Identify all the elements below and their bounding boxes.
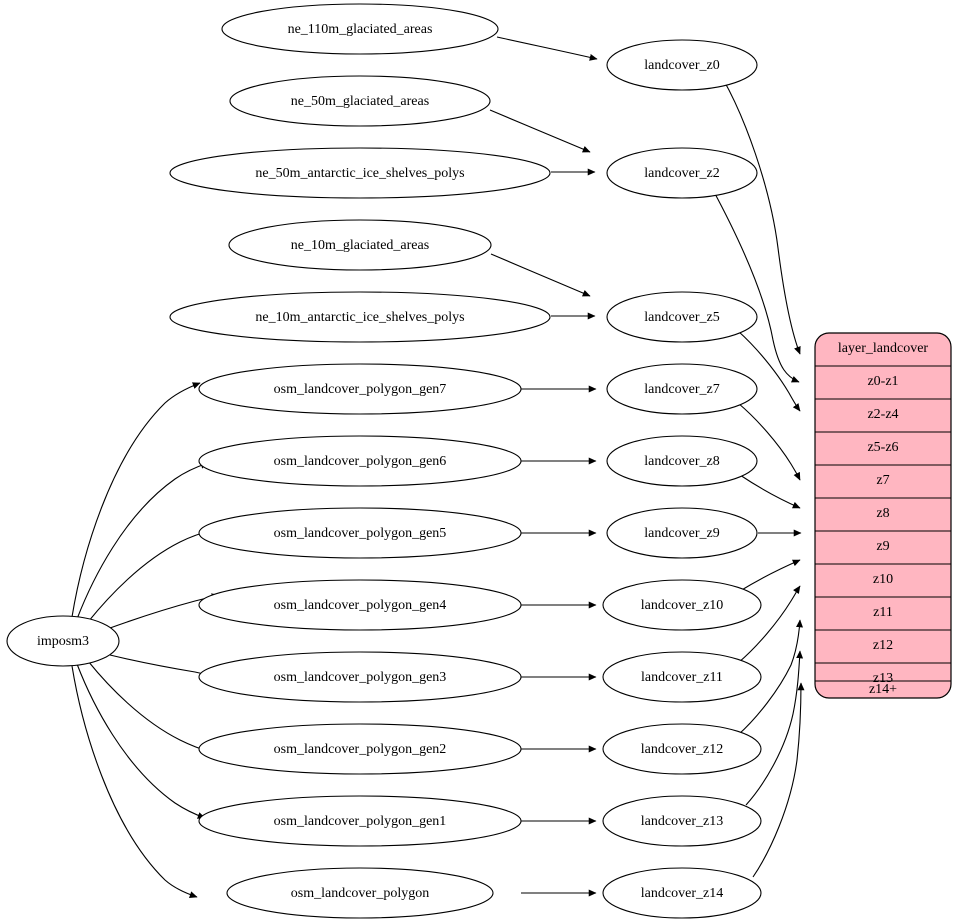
edge-ne10m-glaciated-to-z5 <box>490 253 591 297</box>
node-label: osm_landcover_polygon_gen2 <box>274 742 447 757</box>
node-landcover-z9[interactable]: landcover_z9 <box>606 507 758 559</box>
node-label: osm_landcover_polygon_gen5 <box>274 526 447 541</box>
node-osm-landcover-polygon[interactable]: osm_landcover_polygon <box>226 867 494 919</box>
node-landcover-z13[interactable]: landcover_z13 <box>602 795 762 847</box>
edge-z2-to-row-z2z4 <box>712 189 800 383</box>
node-label: landcover_z0 <box>644 58 719 73</box>
node-label: ne_10m_antarctic_ice_shelves_polys <box>255 310 464 325</box>
node-ne-10m-glaciated-areas[interactable]: ne_10m_glaciated_areas <box>228 219 492 271</box>
node-landcover-z11[interactable]: landcover_z11 <box>602 651 762 703</box>
edge-z10-to-row-z10 <box>739 559 801 592</box>
node-osm-landcover-polygon-gen7[interactable]: osm_landcover_polygon_gen7 <box>198 363 522 415</box>
node-ne-50m-antarctic-ice-shelves-polys[interactable]: ne_50m_antarctic_ice_shelves_polys <box>169 147 551 199</box>
node-label: osm_landcover_polygon_gen1 <box>274 814 447 829</box>
node-landcover-z0[interactable]: landcover_z0 <box>606 39 758 91</box>
edge-imposm3-to-gen5 <box>87 528 214 623</box>
edge-ne110m-to-z0 <box>496 36 598 61</box>
node-label: osm_landcover_polygon_gen3 <box>274 670 447 685</box>
edge-z7-to-row-z7 <box>737 402 801 481</box>
record-row-label-z5-z6: z5-z6 <box>867 440 898 455</box>
node-label: imposm3 <box>37 634 89 649</box>
node-label: osm_landcover_polygon_gen4 <box>274 598 447 613</box>
node-imposm3[interactable]: imposm3 <box>6 615 120 667</box>
record-row-label-z13: z13 <box>873 671 893 686</box>
node-label: ne_110m_glaciated_areas <box>288 22 433 37</box>
record-row-label-z8: z8 <box>876 506 889 521</box>
node-osm-landcover-polygon-gen3[interactable]: osm_landcover_polygon_gen3 <box>198 651 522 703</box>
edge-z0-to-row-z0z1 <box>722 78 801 355</box>
node-label: landcover_z2 <box>644 166 719 181</box>
record-row-label-z10: z10 <box>873 572 893 587</box>
edge-z5-to-row-z5z6 <box>737 330 801 412</box>
node-landcover-z10[interactable]: landcover_z10 <box>602 579 762 631</box>
edge-imposm3-to-gen1 <box>76 663 206 819</box>
node-ne-10m-antarctic-ice-shelves-polys[interactable]: ne_10m_antarctic_ice_shelves_polys <box>169 291 551 343</box>
node-label: ne_50m_antarctic_ice_shelves_polys <box>255 166 464 181</box>
node-label: landcover_z5 <box>644 310 719 325</box>
node-label: landcover_z14 <box>641 886 723 901</box>
edge-ne50m-glaciated-to-z2 <box>489 109 591 153</box>
edge-z14-to-row-z14plus <box>752 682 805 878</box>
edge-imposm3-to-gen6 <box>76 461 209 620</box>
node-label: landcover_z10 <box>641 598 723 613</box>
node-landcover-z2[interactable]: landcover_z2 <box>606 147 758 199</box>
edge-imposm3-to-gen7 <box>71 382 201 618</box>
node-landcover-z7[interactable]: landcover_z7 <box>606 363 758 415</box>
edge-imposm3-to-polygon <box>71 665 198 899</box>
node-osm-landcover-polygon-gen2[interactable]: osm_landcover_polygon_gen2 <box>198 723 522 775</box>
record-background <box>814 332 952 699</box>
node-ne-110m-glaciated-areas[interactable]: ne_110m_glaciated_areas <box>221 3 499 55</box>
record-header-label: layer_landcover <box>838 341 929 356</box>
node-osm-landcover-polygon-gen5[interactable]: osm_landcover_polygon_gen5 <box>198 507 522 559</box>
edge-imposm3-to-gen2 <box>87 660 212 754</box>
node-label: landcover_z11 <box>641 670 723 685</box>
node-osm-landcover-polygon-gen1[interactable]: osm_landcover_polygon_gen1 <box>198 795 522 847</box>
record-row-label-z11: z11 <box>873 605 893 620</box>
node-label: osm_landcover_polygon_gen6 <box>274 454 447 469</box>
record-row-label-z14-plus: z14+ <box>869 682 897 697</box>
node-landcover-z5[interactable]: landcover_z5 <box>606 291 758 343</box>
zoom-nodes-layer: landcover_z0 landcover_z2 landcover_z5 l… <box>602 39 762 919</box>
edges-layer <box>71 36 805 899</box>
node-label: landcover_z12 <box>641 742 723 757</box>
edge-z13-to-row-z13 <box>745 650 804 806</box>
node-label: ne_50m_glaciated_areas <box>291 94 429 109</box>
node-label: osm_landcover_polygon <box>291 886 429 901</box>
node-landcover-z8[interactable]: landcover_z8 <box>606 435 758 487</box>
node-label: landcover_z8 <box>644 454 719 469</box>
record-row-label-z0-z1: z0-z1 <box>867 374 898 389</box>
node-label: landcover_z7 <box>644 382 719 397</box>
node-landcover-z14[interactable]: landcover_z14 <box>602 867 762 919</box>
node-osm-landcover-polygon-gen4[interactable]: osm_landcover_polygon_gen4 <box>198 579 522 631</box>
node-label: osm_landcover_polygon_gen7 <box>274 382 447 397</box>
node-osm-landcover-polygon-gen6[interactable]: osm_landcover_polygon_gen6 <box>198 435 522 487</box>
node-label: landcover_z9 <box>644 526 719 541</box>
edge-z8-to-row-z8 <box>739 474 801 509</box>
node-label: landcover_z13 <box>641 814 723 829</box>
edge-z12-to-row-z12 <box>737 619 803 736</box>
node-label: ne_10m_glaciated_areas <box>291 238 429 253</box>
edge-z11-to-row-z11 <box>737 585 801 664</box>
record-row-label-z12: z12 <box>873 638 893 653</box>
record-row-label-z7: z7 <box>876 473 889 488</box>
record-row-label-z2-z4: z2-z4 <box>867 407 898 422</box>
input-nodes-layer: ne_110m_glaciated_areas ne_50m_glaciated… <box>169 3 551 919</box>
node-landcover-z12[interactable]: landcover_z12 <box>602 723 762 775</box>
record-row-label-z9: z9 <box>876 539 889 554</box>
record-node-layer-landcover[interactable]: layer_landcover z0-z1 z2-z4 z5-z6 z7 z8 … <box>814 332 952 699</box>
node-ne-50m-glaciated-areas[interactable]: ne_50m_glaciated_areas <box>229 75 491 127</box>
